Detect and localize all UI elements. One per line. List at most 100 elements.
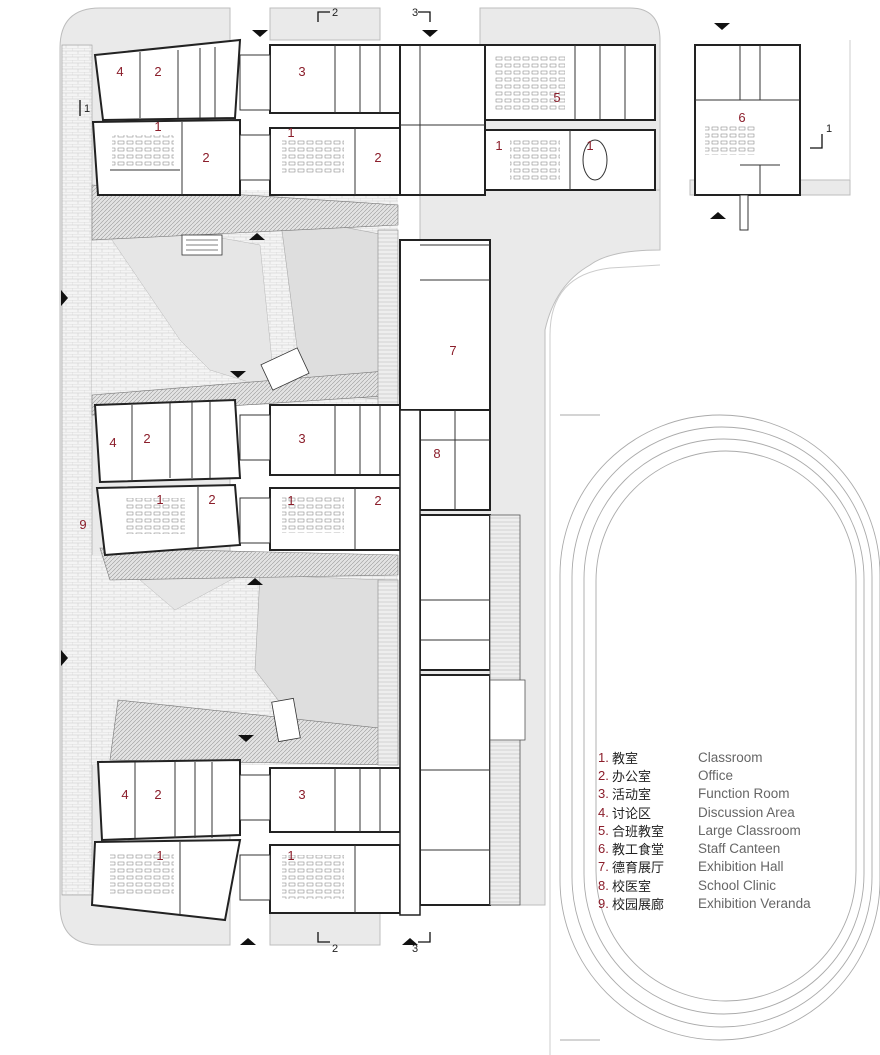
room-number-label: 2 [202,150,209,165]
legend-index: 4. [598,804,609,820]
legend-index: 1. [598,749,609,765]
lecture-seating [495,55,565,110]
courtyard-north-shade-2 [94,214,276,391]
section-mark-3-top: 3 [412,7,418,19]
legend-index: 2. [598,767,609,783]
grandstand [489,514,526,906]
running-track [559,414,880,1041]
room-number-label: 4 [109,435,116,450]
legend-index: 9. [598,896,609,912]
legend-english: Function Room [698,786,790,802]
room-number-label: 1 [154,119,161,134]
room-number-label: 9 [79,517,86,532]
room-labels: 4 2 3 5 1 2 1 2 1 1 6 7 4 2 3 8 1 2 1 2 9 4 2 3 1 1 [79,64,745,863]
corridor-links [239,54,271,901]
middle-partitions [334,45,381,913]
legend-index: 3. [598,786,609,802]
veranda-paving [61,44,93,896]
room-number-label: 7 [449,343,456,358]
west-wing [90,38,242,922]
central-spine-detail [400,45,490,851]
legend-chinese: 教室 [612,751,639,767]
central-spine [399,44,491,906]
ramp-east-south [377,579,399,766]
legend-index: 6. [598,841,609,857]
legend-row: 9.校园展廊 Exhibition Veranda [598,894,858,914]
room-number-label: 2 [154,787,161,802]
walkway-middle-2 [99,547,399,581]
room-number-label: 1 [156,492,163,507]
legend-row: 1.教室 Classroom [598,748,858,767]
legend-chinese: 德育展厅 [612,861,665,877]
legend-english: Office [698,767,734,783]
legend-english: Exhibition Hall [698,859,784,875]
room-number-label: 1 [287,125,294,140]
legend-chinese: 合班教室 [612,824,665,840]
legend-english: Exhibition Veranda [698,896,811,912]
room-number-label: 8 [433,446,440,461]
room-number-label: 1 [287,493,294,508]
room-number-label: 3 [298,431,305,446]
legend-row: 6.教工食堂 Staff Canteen [598,839,858,859]
desk-grid [110,852,174,894]
legend-index: 5. [598,822,609,838]
desk-grid [125,498,185,534]
northeast-partitions [569,45,626,190]
legend-row: 5.合班教室 Large Classroom [598,821,858,840]
legend-index: 8. [598,877,609,893]
section-mark-1-left: 1 [84,103,90,115]
legend-chinese: 讨论区 [612,806,652,822]
site-boundary [549,264,661,1055]
west-wing-partitions [110,47,216,915]
desk-grid [112,135,174,167]
canteen-building [694,44,801,231]
legend-english: Classroom [698,749,763,765]
legend-row: 3.活动室 Function Room [598,785,858,803]
legend-english: School Clinic [698,877,777,893]
room-number-label: 1 [156,848,163,863]
room-number-label: 6 [738,110,745,125]
courtyard-stair [181,234,310,743]
section-mark-2-top: 2 [332,7,338,19]
legend-chinese: 校医室 [612,879,652,895]
room-number-label: 1 [287,848,294,863]
room-number-label: 4 [121,787,128,802]
legend-english: Staff Canteen [698,841,781,857]
entrance-arrow [61,23,730,945]
walkway-north [91,184,399,241]
desk-grid [282,855,344,899]
legend-chinese: 教工食堂 [612,843,665,859]
section-mark-2-bottom: 2 [332,943,338,955]
room-number-label: 3 [298,787,305,802]
desk-grid [282,138,344,174]
room-number-label: 2 [143,431,150,446]
room-number-label: 4 [116,64,123,79]
section-mark-3-bottom: 3 [412,943,418,955]
legend-row: 4.讨论区 Discussion Area [598,803,858,822]
room-number-label: 5 [553,90,560,105]
room-number-label: 1 [495,138,502,153]
room-number-label: 2 [208,492,215,507]
legend-chinese: 活动室 [612,788,652,804]
room-number-label: 3 [298,64,305,79]
legend-row: 8.校医室 School Clinic [598,876,858,895]
legend-chinese: 校园展廊 [612,898,665,914]
desk-grid [282,495,344,533]
room-number-label: 2 [374,150,381,165]
spine-corridor [399,409,421,916]
section-mark-1-right: 1 [826,123,832,135]
legend-chinese: 办公室 [612,769,652,785]
room-number-label: 2 [374,493,381,508]
section-line [79,11,823,943]
room-number-label: 1 [586,138,593,153]
room-number-label: 2 [154,64,161,79]
legend-row: 2.办公室 Office [598,766,858,785]
legend-english: Discussion Area [698,804,795,820]
legend-english: Large Classroom [698,822,801,838]
legend: 1.教室 Classroom 2.办公室 Office 3.活动室 Function Ro… [598,748,858,913]
desk-grid [510,140,560,180]
legend-index: 7. [598,859,609,875]
ramp-east-north [377,229,399,406]
legend-row: 7.德育展厅 Exhibition Hall [598,858,858,876]
